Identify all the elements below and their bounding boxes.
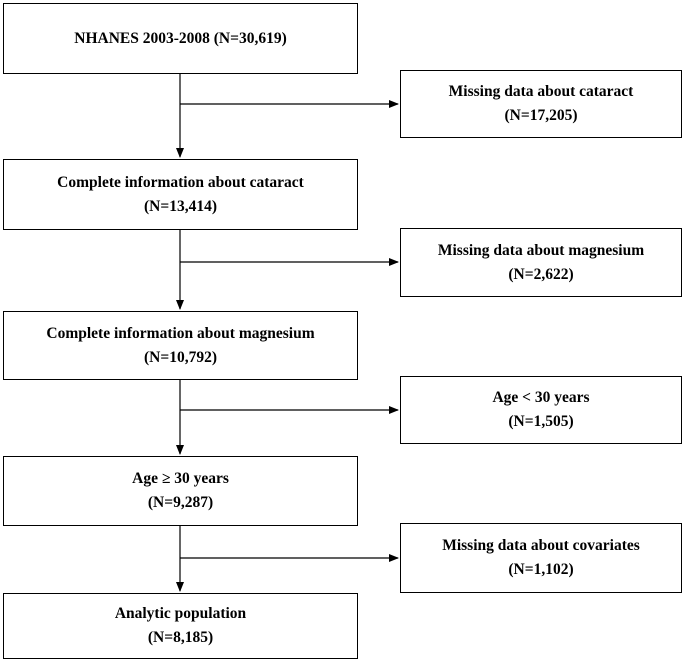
flow-box-text: Age ≥ 30 years [132, 470, 229, 487]
flow-box-text: Complete information about magnesium [46, 324, 315, 342]
flow-box-count: (N=13,414) [144, 197, 217, 215]
flow-box-text: Analytic population [114, 605, 247, 622]
exclusion-text: Age < 30 years [492, 389, 590, 406]
flow-box-count: (N=9,287) [147, 494, 214, 511]
flow-box-nhanes: NHANES 2003-2008 (N=30,619) [3, 3, 358, 74]
exclusion-text: Missing data about magnesium [437, 241, 645, 259]
flow-box-text: Complete information about cataract [57, 173, 304, 191]
exclusion-count: (N=1,102) [508, 561, 574, 578]
flow-box-count: (N=8,185) [147, 629, 214, 646]
flow-box-text: NHANES 2003-2008 (N=30,619) [74, 29, 287, 47]
flow-box-analytic-population: Analytic population (N=8,185) [3, 593, 358, 659]
flow-box-count: (N=10,792) [144, 348, 217, 366]
flow-box-cataract-complete: Complete information about cataract (N=1… [3, 159, 358, 230]
exclusion-box-age-under-30: Age < 30 years (N=1,505) [400, 376, 682, 444]
exclusion-count: (N=2,622) [508, 265, 574, 283]
flow-box-magnesium-complete: Complete information about magnesium (N=… [3, 311, 358, 380]
exclusion-text: Missing data about cataract [448, 83, 634, 100]
flow-box-age-over-30: Age ≥ 30 years (N=9,287) [3, 456, 358, 526]
exclusion-count: (N=1,505) [508, 413, 574, 430]
exclusion-box-cataract: Missing data about cataract (N=17,205) [400, 70, 682, 138]
exclusion-box-covariates: Missing data about covariates (N=1,102) [400, 523, 682, 593]
exclusion-box-magnesium: Missing data about magnesium (N=2,622) [400, 228, 682, 297]
exclusion-count: (N=17,205) [504, 107, 578, 124]
exclusion-text: Missing data about covariates [442, 537, 640, 554]
